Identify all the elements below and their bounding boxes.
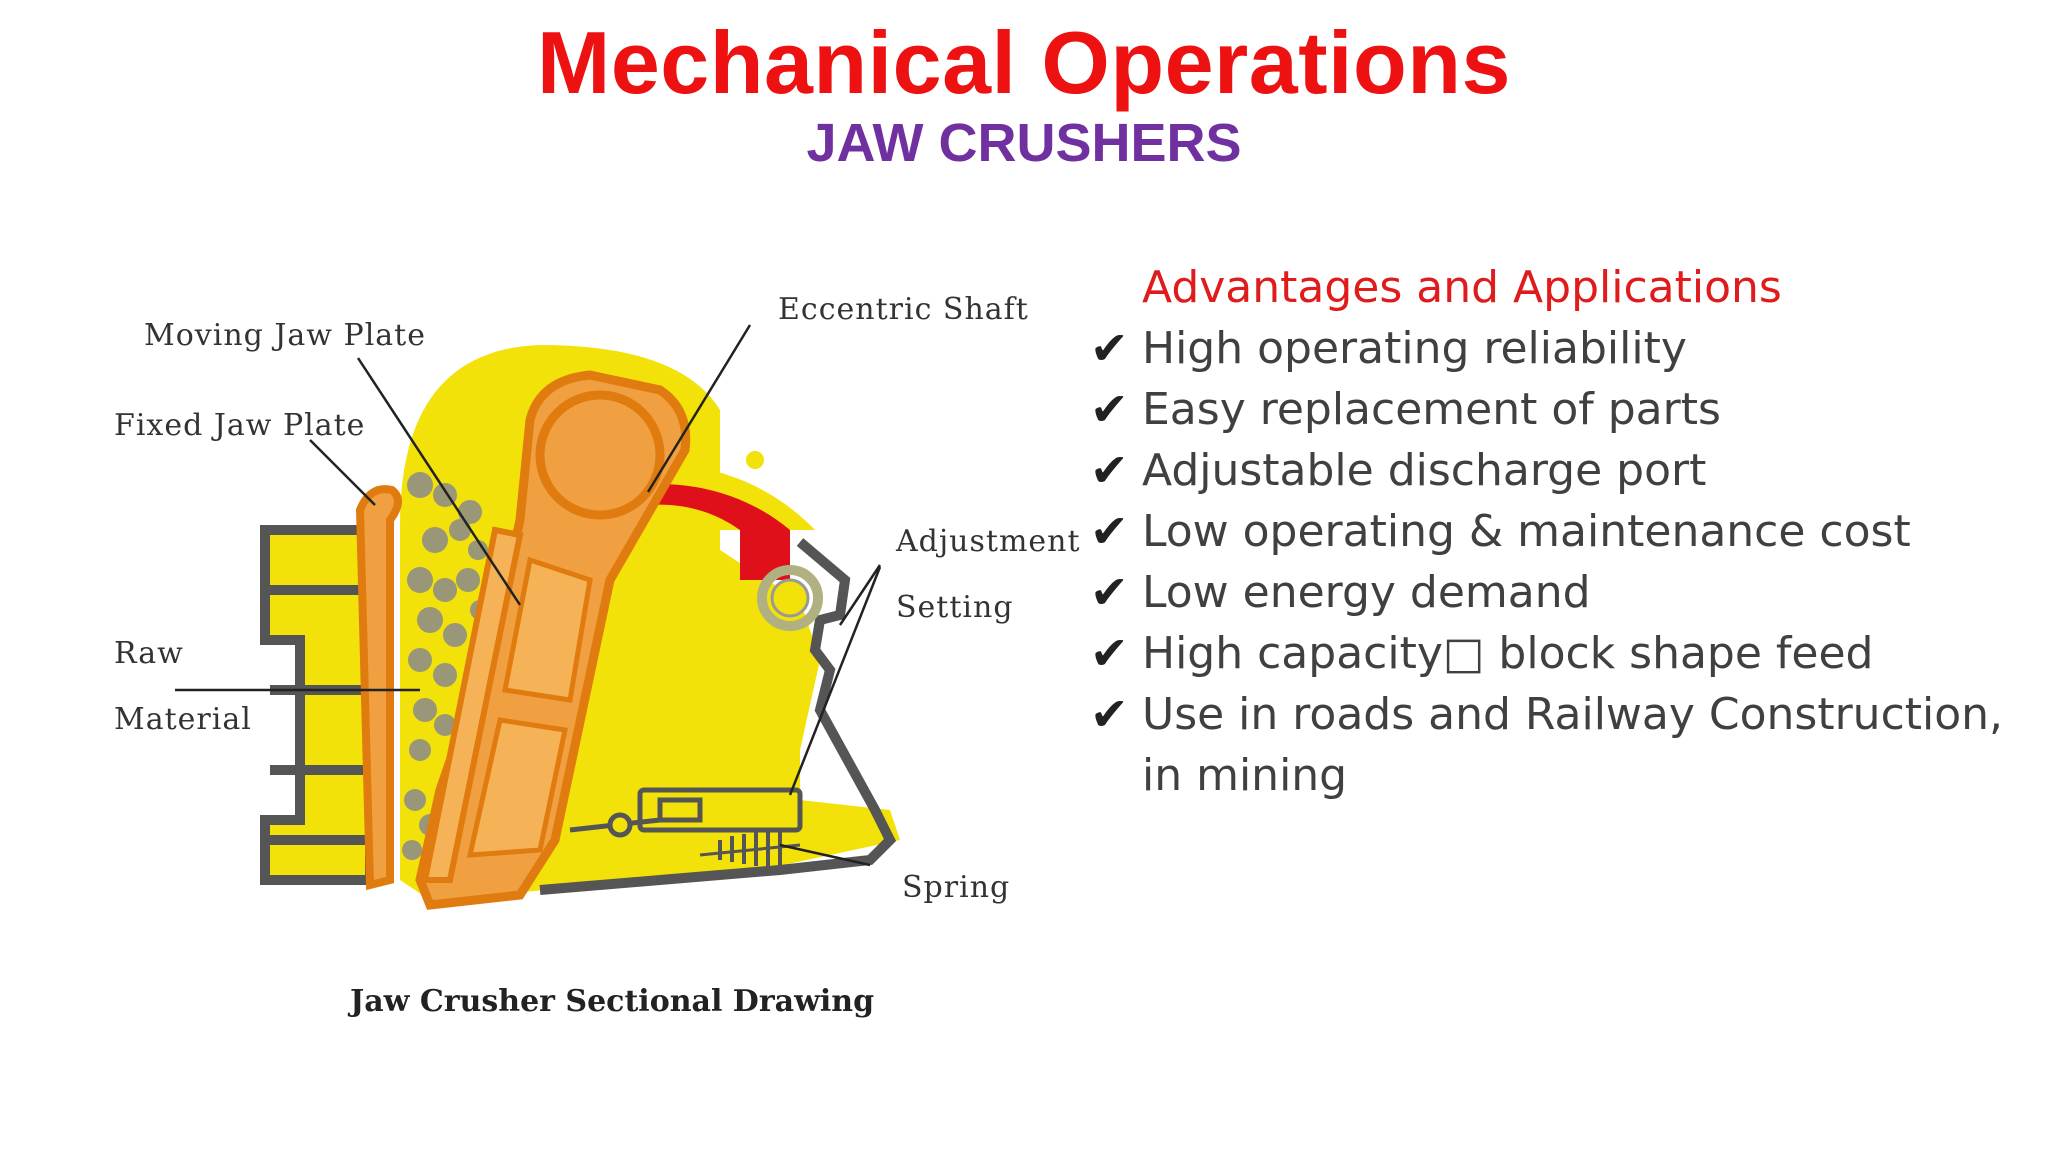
list-item-text: Low operating & maintenance cost — [1142, 506, 1911, 557]
jaw-crusher-diagram: Moving Jaw Plate Fixed Jaw Plate Eccentr… — [100, 280, 1100, 1040]
list-item-text: Adjustable discharge port — [1142, 445, 1707, 496]
toggle-mechanism — [569, 787, 803, 838]
list-item-text: Low energy demand — [1142, 567, 1591, 618]
list-item: ✔ Adjustable discharge port — [1090, 440, 2020, 501]
leader-lines — [175, 324, 882, 867]
jaw-crusher-drawing — [175, 324, 900, 910]
label-spring: Spring — [902, 870, 1011, 905]
advantages-panel: Advantages and Applications ✔ High opera… — [1090, 258, 2020, 806]
adjustment-ring-inner — [770, 578, 810, 618]
check-icon: ✔ — [1090, 443, 1129, 497]
list-item: ✔ Easy replacement of parts — [1090, 379, 2020, 440]
list-item-text: High operating reliability — [1142, 323, 1687, 374]
fixed-jaw-plate — [355, 485, 402, 891]
list-item-text: High capacity□ block shape feed — [1142, 628, 1874, 679]
label-raw: Raw — [114, 636, 184, 671]
moving-jaw-plate — [421, 526, 524, 883]
fixed-frame — [260, 525, 375, 885]
check-icon: ✔ — [1090, 504, 1129, 558]
list-item: ✔ Low operating & maintenance cost — [1090, 501, 2020, 562]
check-icon: ✔ — [1090, 382, 1129, 436]
jaw-panel — [466, 717, 568, 858]
list-item-text: Easy replacement of parts — [1142, 384, 1721, 435]
check-icon: ✔ — [1090, 565, 1129, 619]
advantages-title: Advantages and Applications — [1142, 262, 1782, 313]
adjustment-ring — [757, 565, 823, 631]
check-icon: ✔ — [1090, 321, 1129, 375]
eccentric-shaft — [535, 390, 665, 520]
label-setting: Setting — [896, 590, 1014, 625]
check-icon: ✔ — [1090, 626, 1129, 680]
list-item: ✔ High operating reliability — [1090, 318, 2020, 379]
list-item: ✔ High capacity□ block shape feed — [1090, 623, 2020, 684]
list-item: ✔ Use in roads and Railway Construction,… — [1090, 684, 2020, 806]
check-icon: ✔ — [1090, 687, 1129, 741]
page-subtitle: JAW CRUSHERS — [806, 113, 1242, 173]
page-title: Mechanical Operations — [537, 13, 1511, 112]
flywheel-dot — [746, 451, 764, 469]
label-moving-jaw-plate: Moving Jaw Plate — [144, 318, 426, 353]
diagram-caption: Jaw Crusher Sectional Drawing — [350, 984, 875, 1019]
list-item-text: Use in roads and Railway Construction, i… — [1142, 689, 2004, 801]
jaw-panel — [502, 556, 593, 703]
label-eccentric-shaft: Eccentric Shaft — [778, 292, 1029, 327]
list-item: ✔ Low energy demand — [1090, 562, 2020, 623]
label-material: Material — [114, 702, 252, 737]
label-fixed-jaw-plate: Fixed Jaw Plate — [114, 408, 366, 443]
label-adjustment: Adjustment — [896, 524, 1081, 559]
advantages-list: ✔ High operating reliability ✔ Easy repl… — [1090, 318, 2020, 806]
